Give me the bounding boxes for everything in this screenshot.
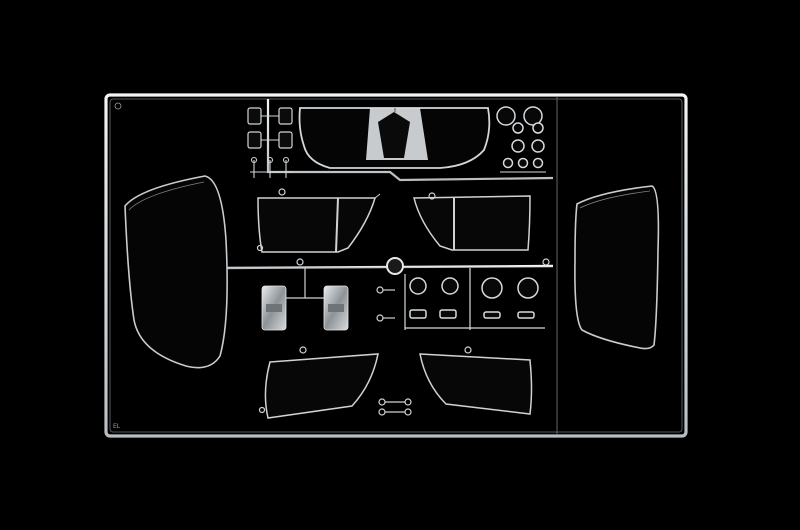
mirror-parts [261, 268, 349, 331]
round-lens-cluster [496, 106, 546, 173]
door-glass-lower-right [419, 353, 533, 415]
small-lens-grid [247, 107, 293, 149]
corner-marker [114, 102, 122, 110]
side-window-left [124, 175, 228, 369]
quarter-window-left [257, 193, 381, 253]
door-glass-lower-left [264, 353, 379, 419]
sprue-hub [386, 257, 404, 275]
quarter-window-right [413, 195, 531, 251]
side-window-right [574, 185, 660, 350]
attachment-stubs [256, 188, 550, 416]
lamp-lens-cluster [404, 268, 545, 330]
small-pegs [250, 156, 292, 178]
sprue-code-label: EL [113, 423, 121, 430]
